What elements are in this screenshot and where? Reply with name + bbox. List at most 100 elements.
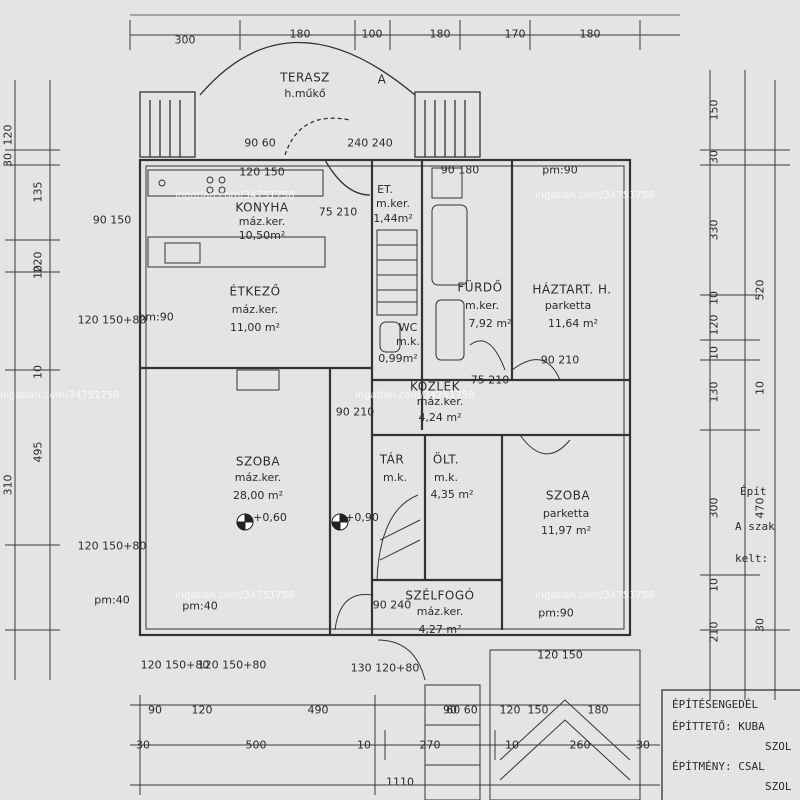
- dim-top-4: 180: [429, 27, 451, 41]
- room-wc-area: 0,99m²: [378, 351, 418, 365]
- room-stair-area: 1,44m²: [373, 211, 413, 225]
- room-wardrobe-area: 4,35 m²: [430, 487, 474, 501]
- title-block-building-2: SZOL: [765, 780, 792, 793]
- opening-19: 120 150+80: [140, 658, 210, 672]
- watermark-1: ingatlan.com/34751758: [175, 190, 295, 201]
- dim-right-6: 120: [707, 314, 721, 336]
- room-vestibule-area: 4,27 m²: [418, 622, 462, 636]
- watermark-2: ingatlan.com/34751758: [535, 190, 655, 201]
- terrace-material: h.műkő: [284, 86, 326, 100]
- dim-bottom-2-c: 10: [357, 738, 371, 752]
- opening-6: 90 150: [92, 213, 132, 227]
- watermark-6: ingatlan.com/34751758: [535, 590, 655, 601]
- room-wardrobe-material: m.k.: [433, 470, 459, 484]
- opening-15: 90 210: [540, 353, 580, 367]
- dim-top-3: 100: [361, 27, 383, 41]
- room-storage-name: TÁR: [379, 452, 405, 467]
- room-bedroom-name: SZOBA: [545, 488, 591, 503]
- room-storage-material: m.k.: [382, 470, 408, 484]
- dim-top-2: 180: [289, 27, 311, 41]
- dim-right-10: 300: [707, 497, 721, 519]
- room-bath-area: 7,92 m²: [468, 316, 512, 330]
- dim-bottom-2-d: 270: [419, 738, 441, 752]
- room-bath-material: m.ker.: [465, 298, 499, 312]
- opening-22: pm:90: [538, 606, 574, 620]
- dim-bottom-2-f: 260: [569, 738, 591, 752]
- dim-bottom-2-a: 30: [136, 738, 150, 752]
- opening-2: pm:90: [542, 163, 578, 177]
- side-note-2: A szak: [735, 520, 775, 533]
- dim-right-4: 10: [707, 291, 721, 305]
- dim-top-1: 300: [174, 33, 196, 47]
- room-kitchen-name: KONYHA: [235, 200, 289, 215]
- dim-left-3: 135: [31, 181, 45, 203]
- dim-right-3: 330: [707, 219, 721, 241]
- room-living-material: máz.ker.: [234, 470, 282, 484]
- dim-right-12: 10: [707, 578, 721, 592]
- dim-right-9: 10: [753, 381, 767, 395]
- dim-right-13: 210: [707, 621, 721, 643]
- opening-17: 130 120+80: [350, 661, 420, 675]
- room-wardrobe-name: ÖLT.: [432, 452, 460, 467]
- section-marker: A: [377, 72, 387, 87]
- room-living-name: SZOBA: [235, 454, 281, 469]
- dim-bottom-1-c: 490: [307, 703, 329, 717]
- room-dining-name: ÉTKEZŐ: [229, 284, 281, 299]
- dim-bottom-2-e: 10: [505, 738, 519, 752]
- room-corridor-material: máz.ker.: [416, 394, 464, 408]
- room-utility-area: 11,64 m²: [547, 316, 599, 330]
- dim-top-5: 170: [504, 27, 526, 41]
- room-wc-material: m.k.: [395, 334, 421, 348]
- dim-left-5: 220: [31, 251, 45, 273]
- dim-top-6: 180: [579, 27, 601, 41]
- dim-right-5: 520: [753, 279, 767, 301]
- dim-bottom-1-g: 180: [587, 703, 609, 717]
- opening-16: 90 240: [372, 598, 412, 612]
- opening-21: 60 60: [446, 703, 478, 717]
- opening-11: pm:40: [94, 593, 130, 607]
- room-bath-name: FÜRDŐ: [457, 280, 503, 295]
- watermark-4: ingatlan.com/34751758: [355, 390, 475, 401]
- room-vestibule-name: SZÉLFOGÓ: [405, 588, 475, 603]
- dim-left-8: 310: [1, 474, 15, 496]
- opening-1: 90 180: [440, 163, 480, 177]
- dim-right-7: 10: [707, 346, 721, 360]
- side-note-1: Épít: [740, 485, 767, 498]
- room-corridor-area: 4,24 m²: [418, 410, 462, 424]
- room-kitchen-material: máz.ker.: [238, 214, 286, 228]
- opening-13: 90 210: [335, 405, 375, 419]
- opening-4: 240 240: [347, 136, 393, 150]
- dim-left-7: 495: [31, 441, 45, 463]
- room-stair-name: ET.: [377, 182, 393, 196]
- room-dining-material: máz.ker.: [231, 302, 279, 316]
- level-living: +0,60: [253, 510, 287, 524]
- dim-bottom-2-g: 30: [636, 738, 650, 752]
- opening-8: pm:90: [138, 310, 174, 324]
- dim-right-14: 30: [753, 618, 767, 632]
- dim-right-11: 470: [753, 497, 767, 519]
- dim-bottom-1-d: 90: [443, 703, 457, 717]
- level-hall: +0,90: [345, 510, 379, 524]
- dim-right-2: 30: [707, 150, 721, 164]
- watermark-5: ingatlan.com/34751758: [175, 590, 295, 601]
- room-utility-name: HÁZTART. H.: [532, 282, 612, 297]
- room-bedroom-material: parketta: [542, 506, 590, 520]
- opening-18: 120 150: [537, 648, 583, 662]
- dim-left-2: 30: [1, 153, 15, 167]
- room-kitchen-area: 10,50m²: [238, 228, 286, 242]
- dim-bottom-total: 1110: [386, 775, 414, 789]
- dim-bottom-2-b: 500: [245, 738, 267, 752]
- dim-right-1: 150: [707, 99, 721, 121]
- dim-bottom-1-a: 90: [148, 703, 162, 717]
- dim-left-1: 120: [1, 124, 15, 146]
- room-living-area: 28,00 m²: [232, 488, 284, 502]
- dim-left-6: 10: [31, 365, 45, 379]
- room-bedroom-area: 11,97 m²: [540, 523, 592, 537]
- terrace-name: TERASZ: [280, 70, 330, 85]
- opening-10: 120 150+80: [77, 539, 147, 553]
- opening-14: 75 210: [470, 373, 510, 387]
- opening-7: 120 150: [239, 165, 285, 179]
- opening-3: 90 60: [244, 136, 276, 150]
- room-vestibule-material: máz.ker.: [416, 604, 464, 618]
